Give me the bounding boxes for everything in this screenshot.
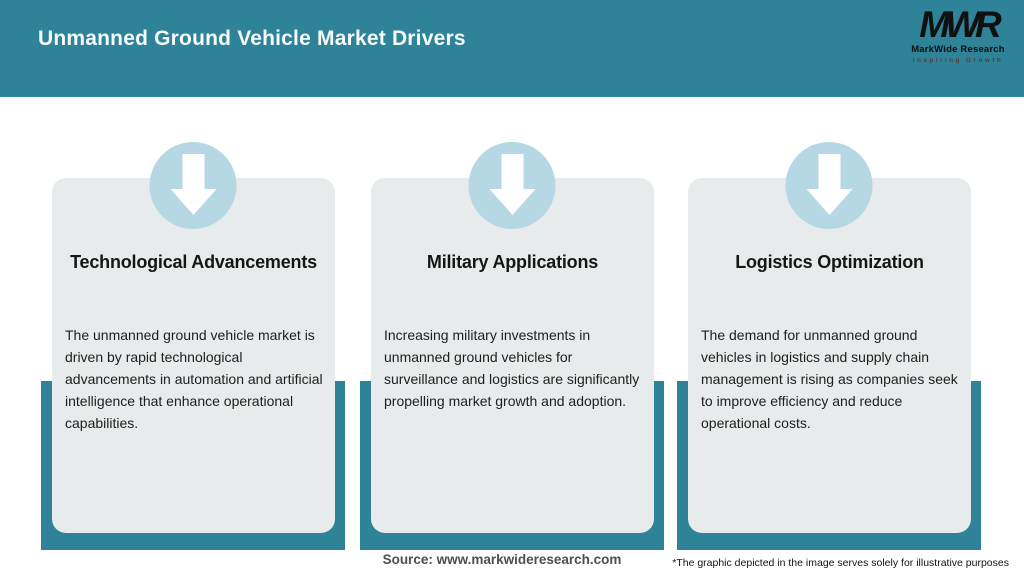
card-panel: Military Applications Increasing militar…: [371, 178, 654, 533]
card-panel: Logistics Optimization The demand for un…: [688, 178, 971, 533]
down-arrow-icon: [785, 142, 873, 229]
card-title: Logistics Optimization: [735, 252, 924, 272]
driver-card-2: Military Applications Increasing militar…: [360, 142, 664, 550]
markwide-research-logo: MWR MarkWide Research Inspiring Growth: [908, 4, 1008, 64]
down-arrow-icon: [149, 142, 237, 229]
card-title: Military Applications: [426, 252, 599, 272]
down-arrow-icon: [468, 142, 556, 229]
disclaimer-text: *The graphic depicted in the image serve…: [672, 557, 1009, 569]
card-title: Technological Advancements: [70, 252, 317, 272]
card-description: The unmanned ground vehicle market is dr…: [65, 327, 323, 431]
driver-card-1: Technological Advancements The unmanned …: [41, 142, 345, 550]
source-text: Source: www.markwideresearch.com: [382, 552, 622, 567]
card-description: Increasing military investments in unman…: [384, 327, 640, 409]
logo-monogram: MWR: [919, 4, 1001, 45]
card-description: The demand for unmanned ground vehicles …: [701, 327, 958, 431]
logo-tagline: Inspiring Growth: [912, 57, 1004, 64]
header-band: Unmanned Ground Vehicle Market Drivers M…: [0, 0, 1024, 97]
driver-card-3: Logistics Optimization The demand for un…: [677, 142, 981, 550]
card-panel: Technological Advancements The unmanned …: [52, 178, 335, 533]
page-title: Unmanned Ground Vehicle Market Drivers: [38, 27, 466, 50]
logo-name: MarkWide Research: [911, 44, 1005, 55]
